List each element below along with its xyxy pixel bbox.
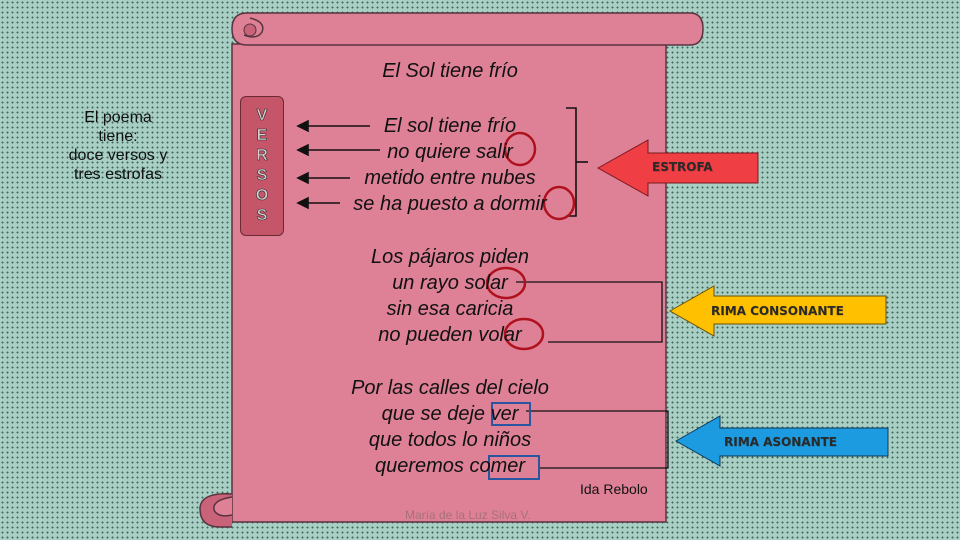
- verse-line: queremos comer: [374, 455, 526, 477]
- stanza-1: El sol tiene frío no quiere salir metido…: [330, 113, 570, 217]
- side-note-line: tres estrofas: [73, 166, 163, 183]
- stanza-2: Los pájaros piden un rayo solar sin esa …: [330, 244, 570, 348]
- versos-letter: V: [256, 107, 268, 125]
- versos-letter: E: [256, 127, 268, 145]
- verse-line: Por las calles del cielo: [351, 377, 549, 399]
- verse-line: que se deje ver: [381, 403, 519, 425]
- versos-letter: O: [255, 187, 269, 205]
- estrofa-label: ESTROFA: [652, 160, 713, 174]
- versos-label-box: V E R S O S: [240, 96, 284, 236]
- poem-title: El Sol tiene frío: [382, 60, 518, 82]
- slide-credit: María de la Luz Silva V.: [405, 508, 531, 522]
- rima-consonante-label: RIMA CONSONANTE: [711, 304, 844, 318]
- side-note: El poema tiene: doce versos y tres estro…: [52, 108, 184, 184]
- versos-letter: R: [256, 147, 268, 165]
- verse-line: se ha puesto a dormir: [353, 193, 547, 215]
- versos-letter: S: [256, 207, 268, 225]
- rima-asonante-label: RIMA ASONANTE: [724, 435, 837, 449]
- side-note-line: doce versos y: [68, 147, 168, 164]
- verse-line: El sol tiene frío: [383, 115, 517, 137]
- side-note-line: tiene:: [98, 128, 138, 145]
- verse-line: metido entre nubes: [364, 167, 536, 189]
- verse-line: no pueden volar: [378, 324, 522, 346]
- side-note-line: El poema: [84, 109, 152, 126]
- poem-author: Ida Rebolo: [580, 481, 648, 497]
- verse-line: no quiere salir: [387, 141, 513, 163]
- verse-line: sin esa caricia: [386, 298, 514, 320]
- verse-line: un rayo solar: [392, 272, 508, 294]
- verse-line: Los pájaros piden: [371, 246, 529, 268]
- verse-line: que todos lo niños: [368, 429, 532, 451]
- stanza-3: Por las calles del cielo que se deje ver…: [320, 375, 580, 479]
- versos-letter: S: [256, 167, 268, 185]
